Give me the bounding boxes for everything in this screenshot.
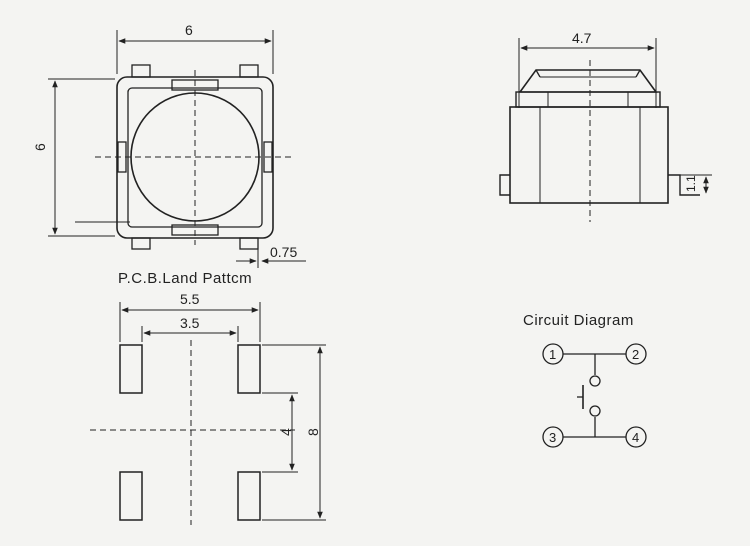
pad-top-left xyxy=(119,344,143,394)
contact-bottom xyxy=(589,405,601,417)
pin-4-label: 4 xyxy=(632,430,639,445)
contact-top xyxy=(589,375,601,387)
pcb-land-pattern xyxy=(90,302,326,525)
terminal-top-left xyxy=(131,64,151,78)
side-view xyxy=(499,38,712,222)
terminal-top-right xyxy=(239,64,259,78)
terminal-bottom-right xyxy=(239,237,259,250)
right-side-tab xyxy=(263,141,273,173)
pcb-vertical-outer-label: 8 xyxy=(305,428,321,436)
side-width-label: 4.7 xyxy=(572,30,592,46)
pin-1-label: 1 xyxy=(549,347,556,362)
pad-top-right xyxy=(237,344,261,394)
pad-bottom-left xyxy=(119,471,143,521)
actuator-cap xyxy=(518,69,658,93)
top-width-label: 6 xyxy=(185,22,193,38)
pcb-outer-width-label: 5.5 xyxy=(180,291,200,307)
pad-bottom-right xyxy=(237,471,261,521)
circuit-diagram xyxy=(542,343,647,448)
top-height-label: 6 xyxy=(32,143,48,151)
actuator-collar xyxy=(515,91,661,108)
top-view xyxy=(48,30,306,268)
pcb-vertical-inner-label: 4 xyxy=(278,428,294,436)
pcb-inner-width-label: 3.5 xyxy=(180,315,200,331)
pin-3-label: 3 xyxy=(549,430,556,445)
terminal-width-label: 0.75 xyxy=(270,244,297,260)
side-height-label: 1.1 xyxy=(684,175,698,192)
terminal-bottom-left xyxy=(131,237,151,250)
left-leg xyxy=(499,174,510,196)
right-leg xyxy=(668,174,700,196)
side-body xyxy=(509,106,669,204)
circuit-title: Circuit Diagram xyxy=(523,312,634,329)
pcb-title: P.C.B.Land Pattcm xyxy=(118,270,252,287)
pin-2-label: 2 xyxy=(632,347,639,362)
